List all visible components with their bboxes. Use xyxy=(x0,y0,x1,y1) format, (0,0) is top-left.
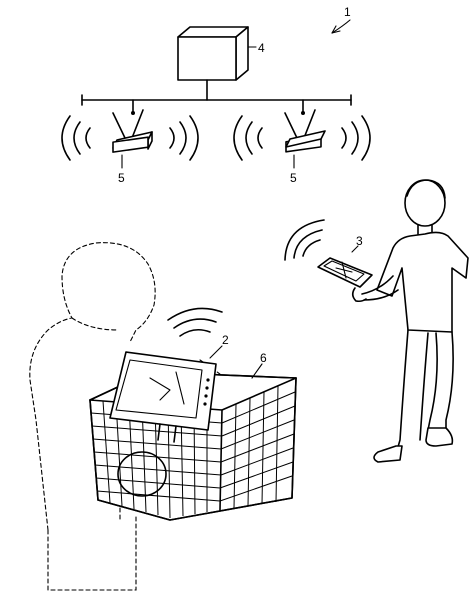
radio-waves-right-ap xyxy=(233,115,371,161)
ref-numeral-ap-left: 5 xyxy=(118,171,125,185)
basket-leader-line xyxy=(251,363,263,379)
server-box xyxy=(177,26,249,81)
ref-numeral-ap-right: 5 xyxy=(290,171,297,185)
employee-figure xyxy=(351,179,469,463)
system-pointer-arrow xyxy=(331,19,351,34)
radio-waves-left-ap xyxy=(61,115,199,161)
ref-numeral-server: 4 xyxy=(258,41,265,55)
ref-numeral-employee-terminal: 3 xyxy=(356,234,363,248)
employee-terminal xyxy=(317,257,373,288)
store-terminal-leader-line xyxy=(209,345,223,359)
store-terminal xyxy=(109,351,217,443)
employee-terminal-leader-line xyxy=(351,245,359,253)
ref-numeral-store-terminal: 2 xyxy=(222,333,229,347)
access-point-right xyxy=(284,109,326,153)
network-bus xyxy=(81,79,352,114)
access-point-left xyxy=(112,109,153,153)
radio-waves-employee-terminal xyxy=(284,219,325,261)
ref-numeral-basket: 6 xyxy=(260,351,267,365)
radio-waves-store-terminal xyxy=(167,307,223,337)
ref-numeral-system: 1 xyxy=(344,5,351,19)
